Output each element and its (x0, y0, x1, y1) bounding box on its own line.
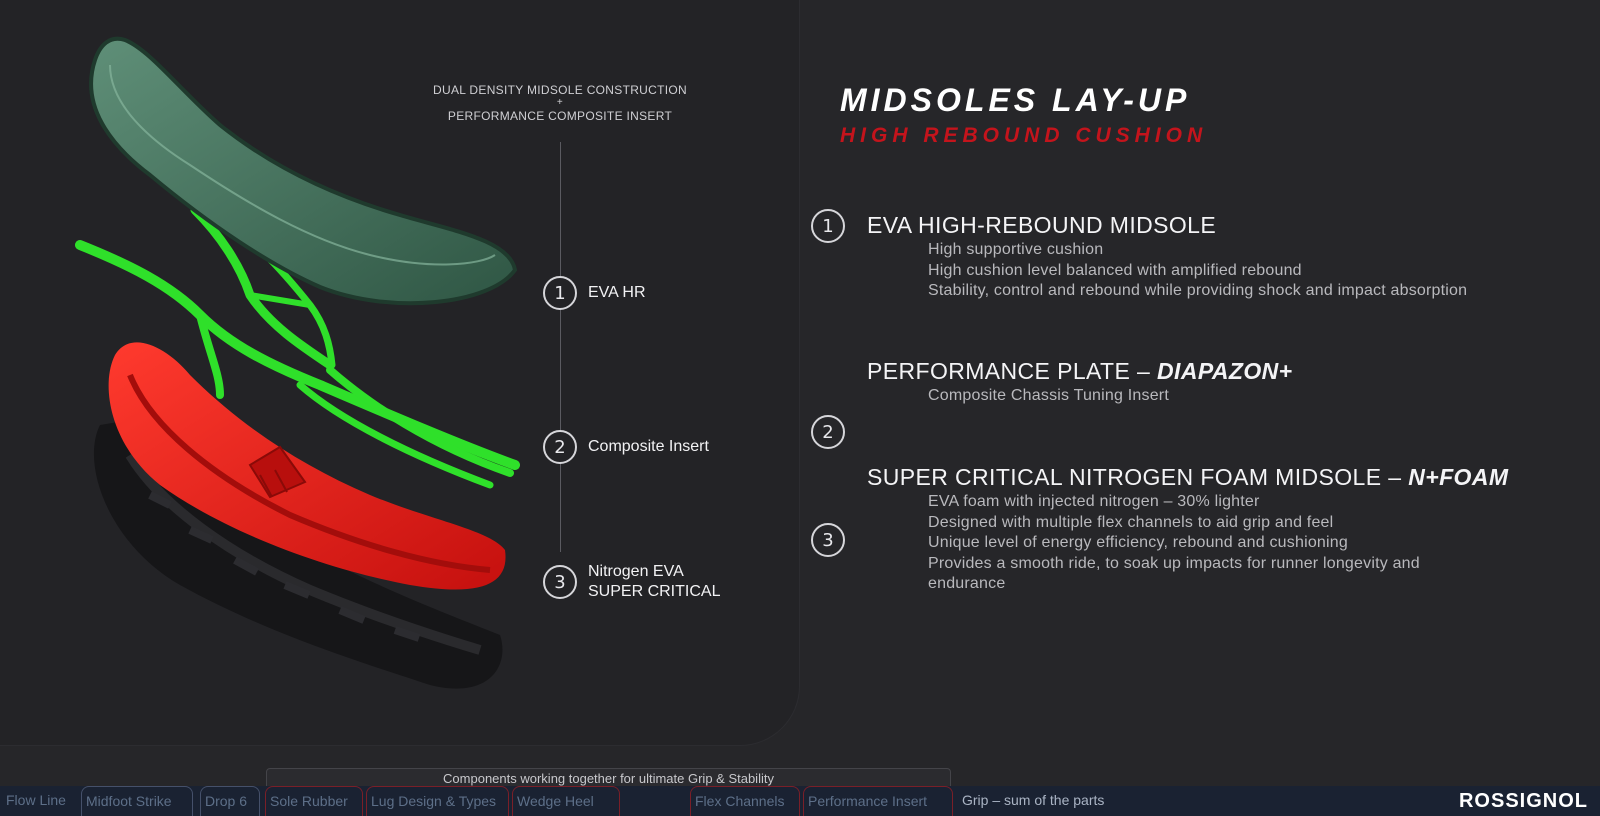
left-number-2: 2 (543, 430, 577, 464)
nitrogen-midsole-layer (108, 342, 506, 590)
feature-3-item: Designed with multiple flex channels to … (928, 513, 1334, 531)
feature-1-item: High cushion level balanced with amplifi… (928, 261, 1302, 279)
feature-3-item: Provides a smooth ride, to soak up impac… (928, 554, 1420, 572)
feature-3-title-emphasis: N+FOAM (1408, 464, 1509, 490)
feature-3-list: EVA foam with injected nitrogen – 30% li… (928, 492, 1420, 595)
feature-3-title-text: SUPER CRITICAL NITROGEN FOAM MIDSOLE – (867, 464, 1409, 490)
nav-tab-grip-sum[interactable]: Grip – sum of the parts (962, 792, 1105, 808)
nav-tab-wedge-heel[interactable]: Wedge Heel (512, 786, 620, 816)
feature-2-title-emphasis: DIAPAZON+ (1157, 358, 1293, 384)
feature-2-title-text: PERFORMANCE PLATE – (867, 358, 1158, 384)
feature-2-list: Composite Chassis Tuning Insert (928, 386, 1169, 407)
feature-title-nitrogen-foam: SUPER CRITICAL NITROGEN FOAM MIDSOLE – N… (867, 464, 1508, 491)
nav-tab-drop-6[interactable]: Drop 6 (200, 786, 260, 816)
construction-heading: DUAL DENSITY MIDSOLE CONSTRUCTION + PERF… (410, 82, 710, 124)
construction-line-2: PERFORMANCE COMPOSITE INSERT (447, 109, 673, 123)
construction-line-1: DUAL DENSITY MIDSOLE CONSTRUCTION (433, 83, 687, 97)
left-label-eva-hr: EVA HR (588, 284, 646, 301)
nav-tab-flow-line[interactable]: Flow Line (6, 792, 66, 808)
page-subtitle: HIGH REBOUND CUSHION (840, 124, 1208, 147)
left-label-nitrogen-eva-line-1: Nitrogen EVA (588, 563, 684, 580)
rossignol-logo: ROSSIGNOL (1458, 790, 1588, 812)
nav-tab-lug-design[interactable]: Lug Design & Types (366, 786, 509, 816)
feature-title-eva-high-rebound: EVA HIGH-REBOUND MIDSOLE (867, 212, 1216, 239)
nav-tab-midfoot-strike[interactable]: Midfoot Strike (81, 786, 193, 816)
left-label-nitrogen-eva-line-2: SUPER CRITICAL (588, 583, 721, 600)
composite-insert-layer (75, 205, 520, 489)
feature-number-2: 2 (811, 415, 845, 449)
bottom-nav-bar: Flow Line Midfoot Strike Drop 6 Sole Rub… (0, 786, 1600, 816)
feature-number-3: 3 (811, 523, 845, 557)
feature-3-item: endurance (928, 575, 1006, 592)
feature-title-performance-plate: PERFORMANCE PLATE – DIAPAZON+ (867, 358, 1292, 385)
callout-line (560, 142, 561, 552)
feature-3-item: EVA foam with injected nitrogen – 30% li… (928, 493, 1260, 510)
left-number-3: 3 (543, 565, 577, 599)
exploded-sole-illustration (75, 36, 520, 689)
feature-1-list: High supportive cushion High cushion lev… (928, 240, 1467, 302)
feature-1-item: High supportive cushion (928, 241, 1104, 258)
nav-tab-flex-channels[interactable]: Flex Channels (690, 786, 800, 816)
left-label-composite-insert: Composite Insert (588, 438, 709, 455)
feature-2-item: Composite Chassis Tuning Insert (928, 387, 1169, 404)
left-label-nitrogen-eva: Nitrogen EVA SUPER CRITICAL (588, 562, 720, 602)
nav-tab-sole-rubber[interactable]: Sole Rubber (265, 786, 363, 816)
construction-plus: + (556, 97, 564, 108)
nav-tab-performance-insert[interactable]: Performance Insert (803, 786, 953, 816)
left-number-1: 1 (543, 276, 577, 310)
feature-3-item: Unique level of energy efficiency, rebou… (928, 534, 1348, 551)
feature-1-item: Stability, control and rebound while pro… (928, 282, 1468, 299)
feature-1-title-text: EVA HIGH-REBOUND MIDSOLE (867, 212, 1217, 238)
page-title: MIDSOLES LAY-UP (840, 82, 1191, 118)
eva-hr-insole-layer (89, 36, 518, 306)
feature-number-1: 1 (811, 209, 845, 243)
